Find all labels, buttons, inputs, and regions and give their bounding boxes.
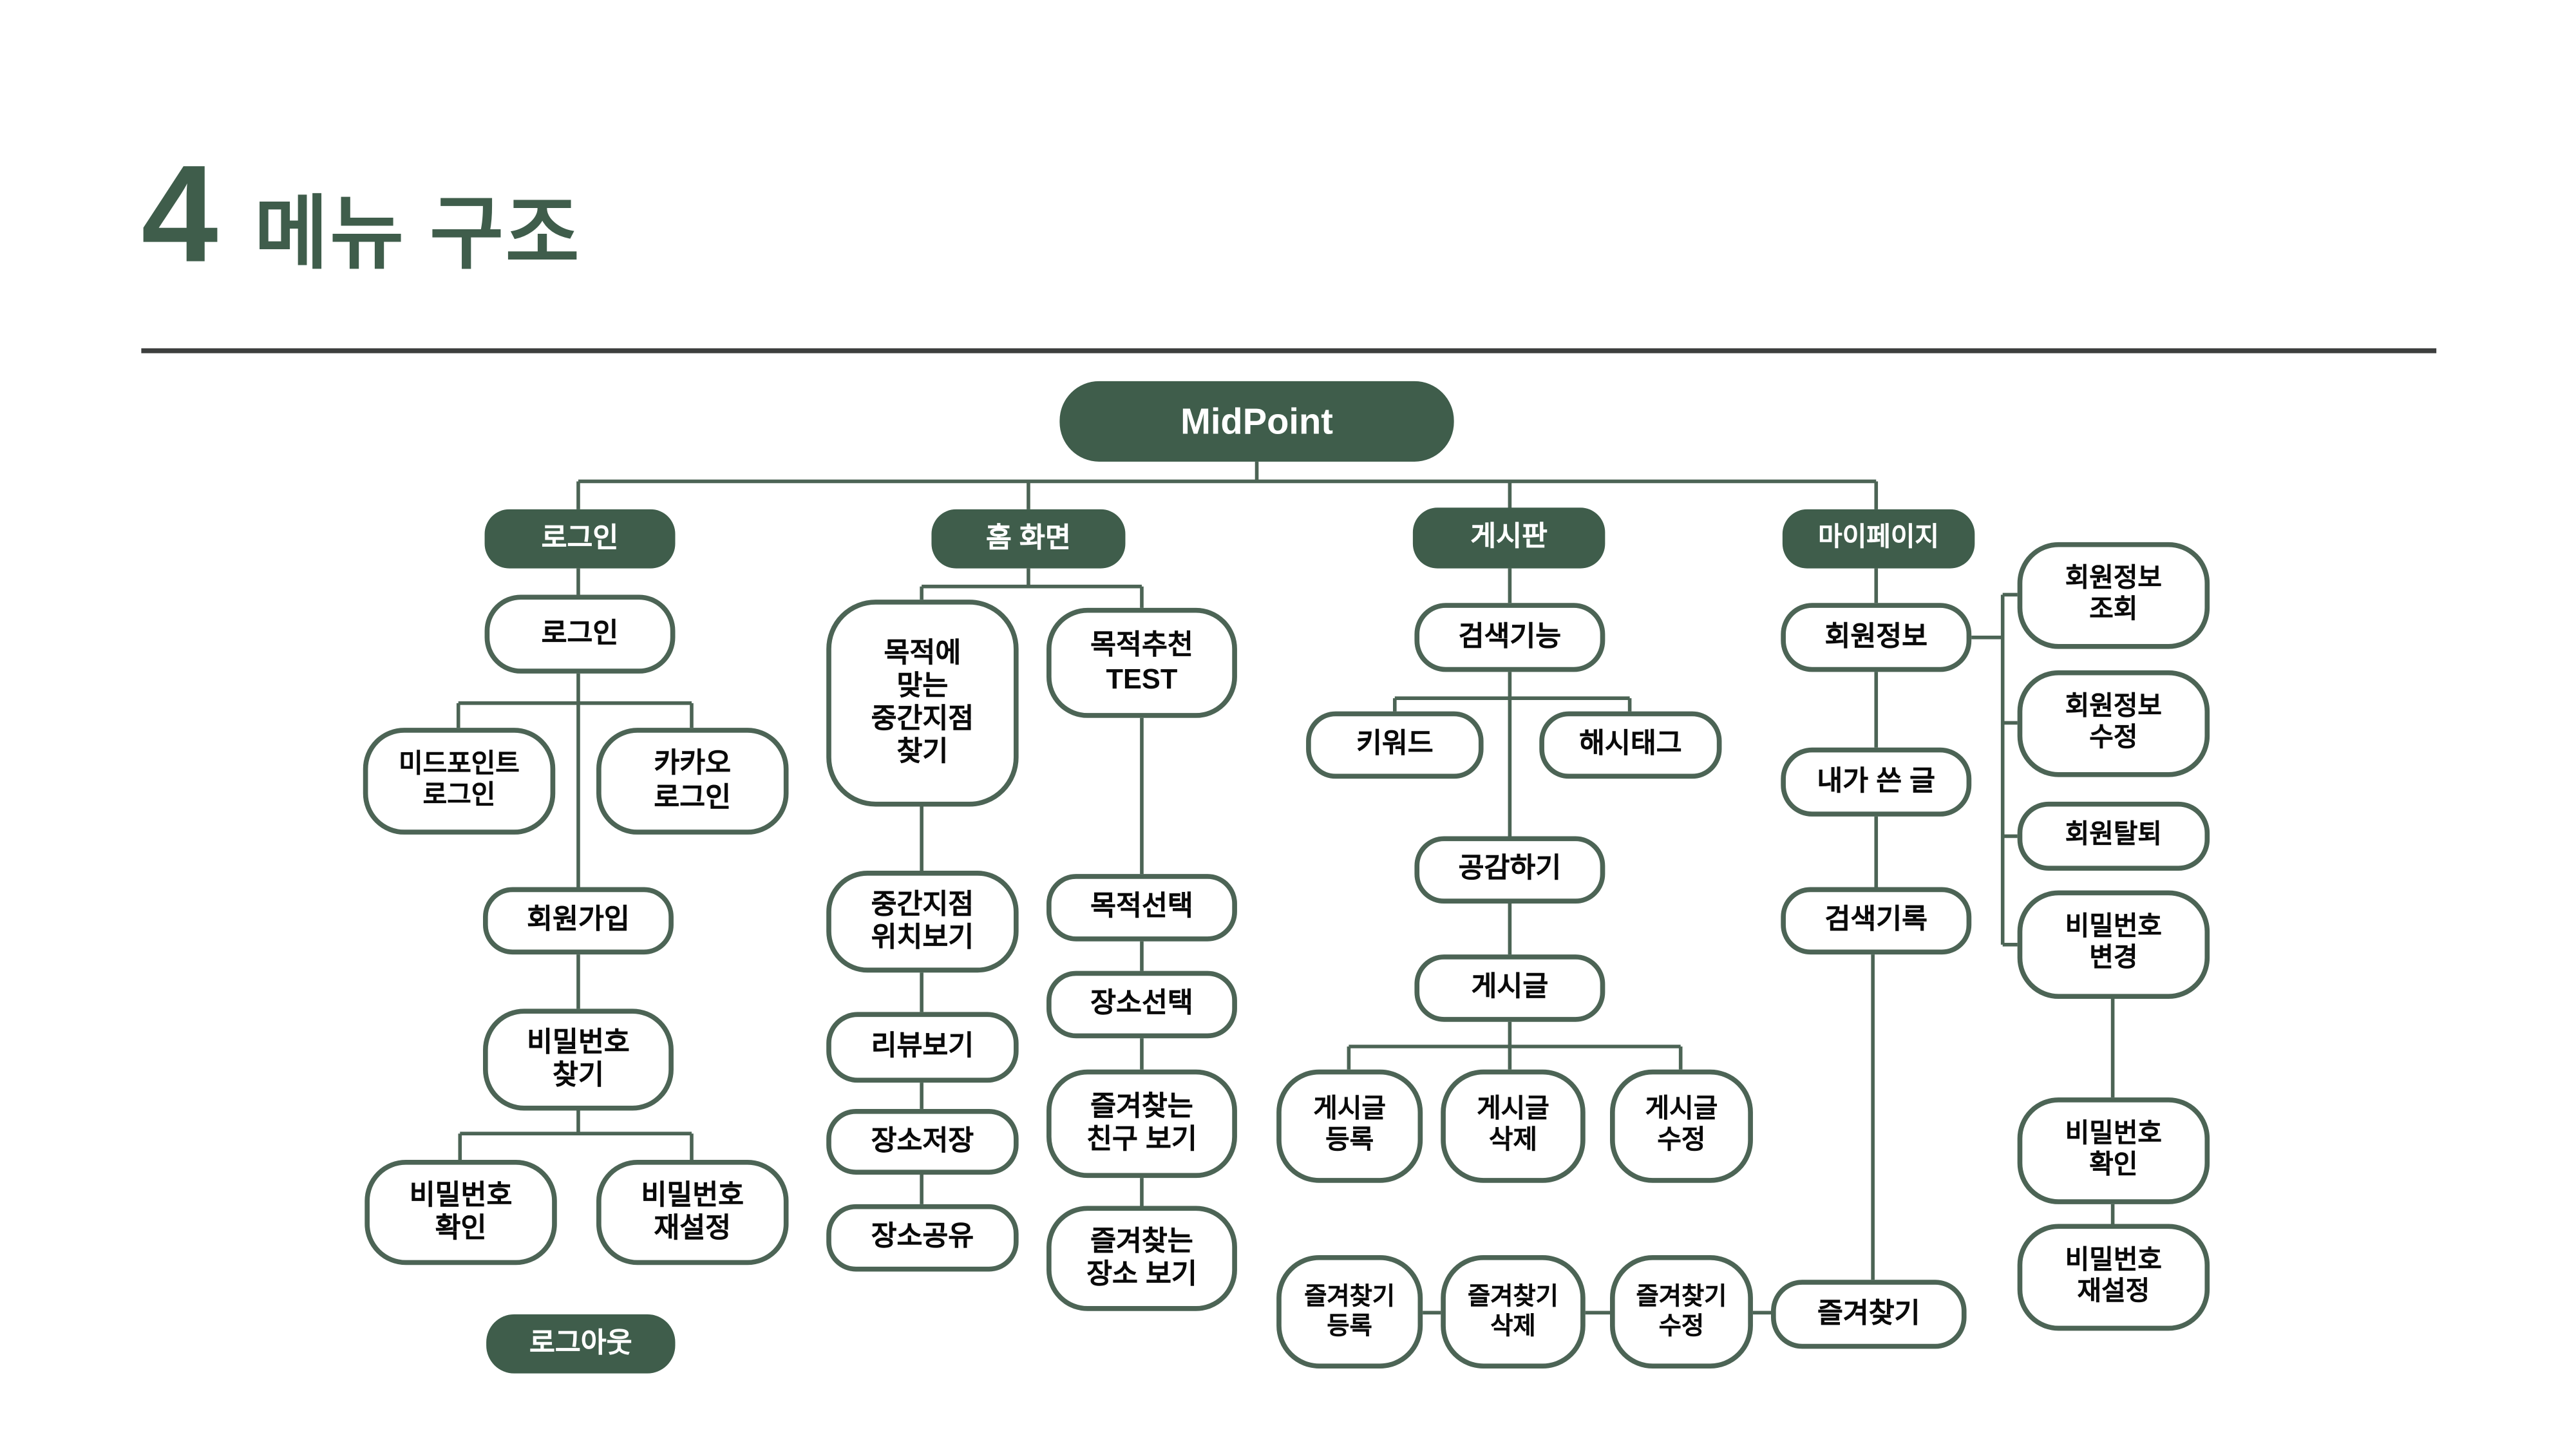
node-member-info-view: 회원정보 조회	[2017, 542, 2210, 649]
node-favorite: 즐겨찾기	[1770, 1280, 1967, 1349]
node-post-edit: 게시글 수정	[1609, 1069, 1753, 1183]
node-favorite-places-view: 즐겨찾는 장소 보기	[1046, 1206, 1237, 1311]
node-root-midpoint: MidPoint	[1059, 381, 1454, 462]
node-login-header: 로그인	[484, 509, 676, 569]
node-midpoint-login: 미드포인트 로그인	[363, 728, 556, 835]
node-board-header: 게시판	[1412, 507, 1605, 569]
node-purpose-midpoint-find: 목적에 맞는 중간지점 찾기	[826, 600, 1019, 807]
node-post-create: 게시글 등록	[1276, 1069, 1423, 1183]
node-logout: 로그아웃	[486, 1314, 676, 1374]
node-favorite-edit: 즐겨찾기 수정	[1609, 1255, 1753, 1368]
node-my-posts: 내가 쓴 글	[1781, 747, 1972, 817]
node-hashtag: 해시태그	[1539, 711, 1722, 779]
node-place-share: 장소공유	[826, 1204, 1019, 1272]
page-title: 4 메뉴 구조	[141, 144, 581, 285]
node-member-info: 회원정보	[1781, 603, 1972, 672]
node-purpose-select: 목적선택	[1046, 874, 1237, 942]
node-password-reset-mypage: 비밀번호 재설정	[2017, 1224, 2210, 1331]
node-password-check-login: 비밀번호 확인	[365, 1160, 557, 1265]
node-kakao-login: 카카오 로그인	[596, 728, 789, 835]
node-midpoint-location: 중간지점 위치보기	[826, 871, 1019, 973]
node-purpose-test: 목적추천 TEST	[1046, 607, 1237, 718]
node-password-find: 비밀번호 찾기	[482, 1009, 674, 1111]
title-section-number: 4	[141, 136, 218, 291]
node-password-reset-login: 비밀번호 재설정	[596, 1160, 789, 1265]
node-place-select: 장소선택	[1046, 971, 1237, 1039]
node-mypage-header: 마이페이지	[1782, 509, 1975, 569]
node-login: 로그인	[484, 594, 676, 674]
node-favorite-create: 즐겨찾기 등록	[1276, 1255, 1423, 1368]
title-section-text: 메뉴 구조	[254, 190, 582, 279]
node-review-view: 리뷰보기	[826, 1012, 1019, 1083]
node-member-withdraw: 회원탈퇴	[2017, 801, 2210, 871]
node-member-info-edit: 회원정보 수정	[2017, 670, 2210, 777]
node-post-delete: 게시글 삭제	[1441, 1069, 1586, 1183]
title-divider-line	[141, 348, 2437, 354]
node-signup: 회원가입	[482, 887, 674, 955]
node-search-history: 검색기록	[1781, 887, 1972, 955]
node-sympathy: 공감하기	[1414, 836, 1605, 904]
node-password-check-mypage: 비밀번호 확인	[2017, 1097, 2210, 1204]
node-place-save: 장소저장	[826, 1108, 1019, 1175]
node-post: 게시글	[1414, 954, 1605, 1022]
node-home-header: 홈 화면	[931, 509, 1126, 569]
node-favorite-friends-view: 즐겨찾는 친구 보기	[1046, 1069, 1237, 1179]
node-keyword: 키워드	[1306, 711, 1484, 779]
node-favorite-delete: 즐겨찾기 삭제	[1441, 1255, 1586, 1368]
node-search-function: 검색기능	[1414, 603, 1605, 672]
node-password-change: 비밀번호 변경	[2017, 890, 2210, 999]
